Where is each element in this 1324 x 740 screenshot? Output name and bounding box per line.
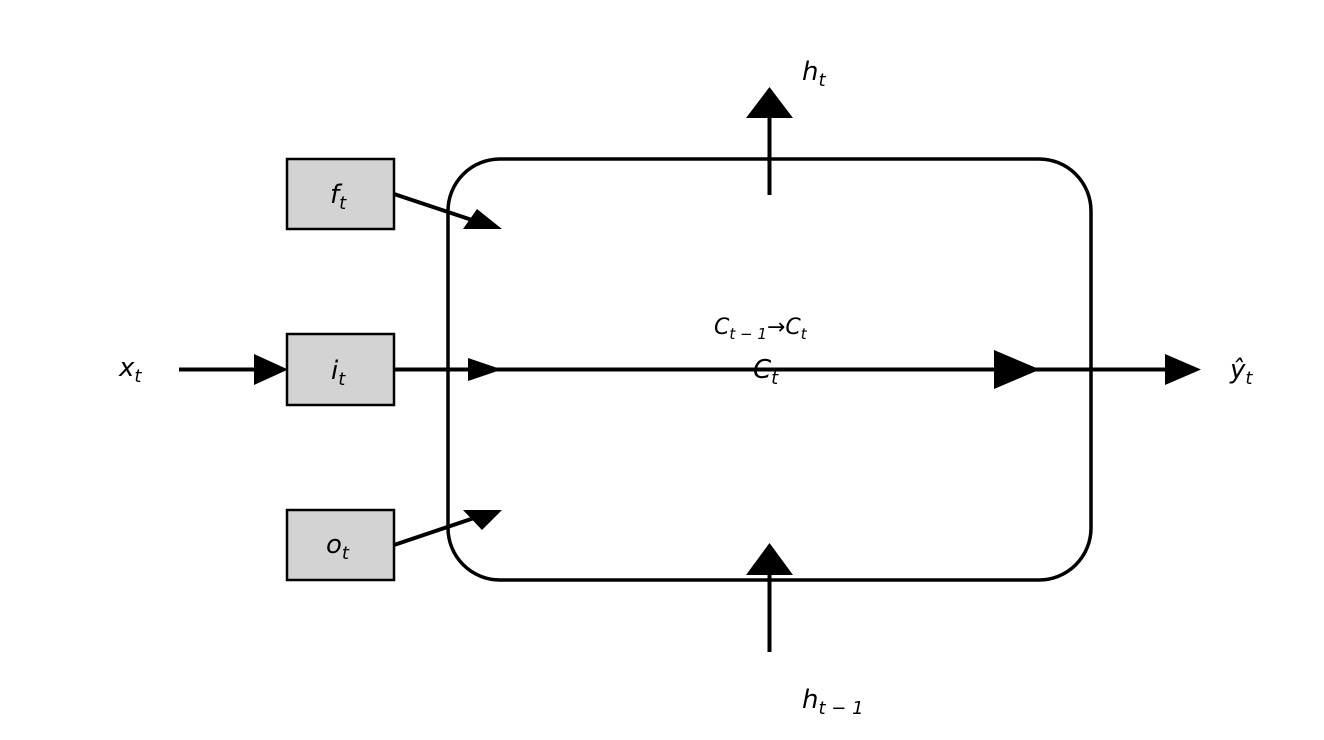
input-label: xt	[118, 353, 142, 387]
forget-gate-box	[285, 157, 396, 231]
hidden-in-label: ht − 1	[802, 685, 864, 719]
output-gate-arrow-line	[393, 514, 481, 547]
cell-transition-label: Ct − 1→Ct	[714, 315, 808, 343]
output-gate-arrowhead	[463, 510, 502, 530]
output-arrowhead	[1165, 354, 1201, 385]
input-gate-label: it	[331, 356, 346, 390]
hidden-in-arrowhead	[746, 543, 793, 575]
input-arrowhead	[254, 354, 288, 385]
cell-state-arrowhead	[994, 350, 1040, 389]
output-gate-label: ot	[326, 530, 350, 564]
input-gate-arrowhead	[468, 358, 502, 381]
hidden-out-arrowhead	[746, 87, 793, 118]
input-gate-box	[285, 332, 396, 407]
forget-gate-arrow-line	[393, 192, 479, 224]
cell-state-label: Ct	[753, 355, 779, 389]
forget-gate-arrowhead	[463, 209, 502, 229]
hidden-out-label: ht	[802, 57, 826, 91]
output-label: ŷt	[1229, 355, 1253, 389]
